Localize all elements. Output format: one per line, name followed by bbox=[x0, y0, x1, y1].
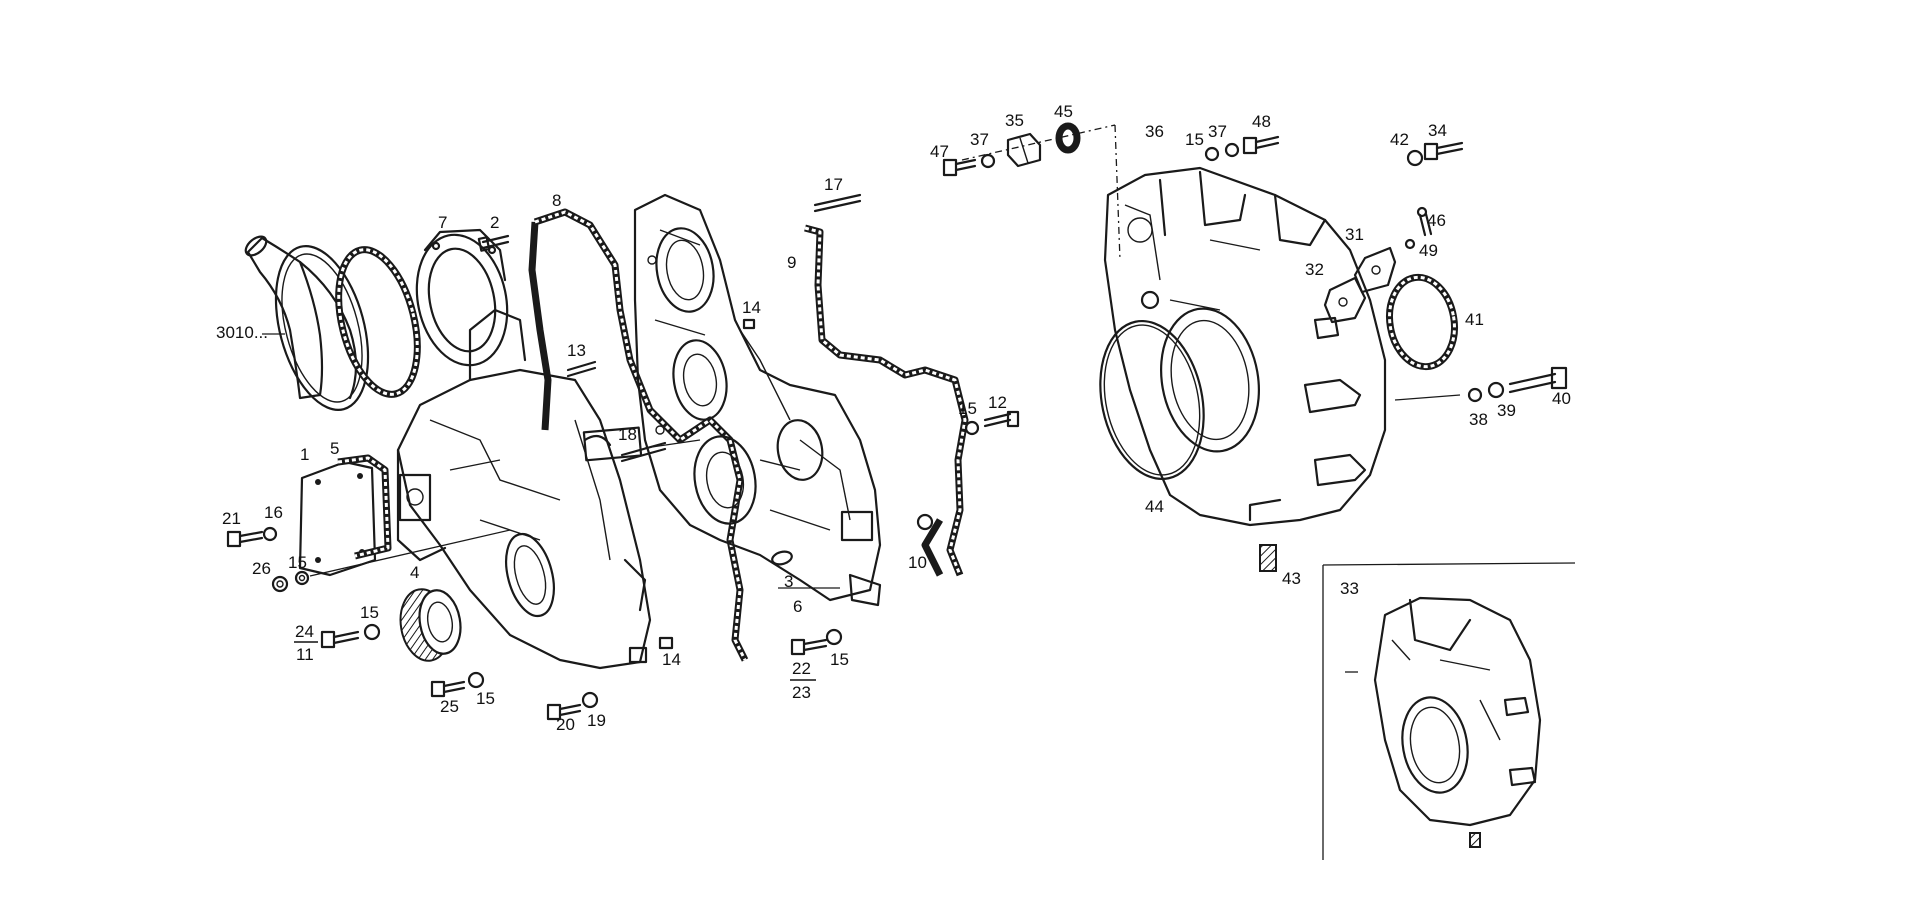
callout-33: 33 bbox=[1340, 579, 1359, 598]
callout-10: 10 bbox=[908, 553, 927, 572]
callout-40: 40 bbox=[1552, 389, 1571, 408]
callout-17: 17 bbox=[824, 175, 843, 194]
callout-31: 31 bbox=[1345, 225, 1364, 244]
callout-15f: 15 bbox=[1185, 130, 1204, 149]
callout-48: 48 bbox=[1252, 112, 1271, 131]
timing-cover-gasket bbox=[528, 208, 749, 662]
elbow-outlet-pipe bbox=[244, 235, 370, 411]
callout-15e: 15 bbox=[830, 650, 849, 669]
callout-18: 18 bbox=[618, 425, 637, 444]
callout-1: 1 bbox=[300, 445, 309, 464]
leader-lines-left bbox=[262, 333, 840, 589]
outlet-gasket bbox=[335, 246, 421, 398]
cover-plate bbox=[298, 460, 377, 577]
callout-35: 35 bbox=[1005, 111, 1024, 130]
callout-14a: 14 bbox=[742, 298, 761, 317]
callout-37b: 37 bbox=[1208, 122, 1227, 141]
gear-housing bbox=[633, 193, 882, 607]
callout-9: 9 bbox=[787, 253, 796, 272]
callout-21: 21 bbox=[222, 509, 241, 528]
callout-45: 45 bbox=[1054, 102, 1073, 121]
front-timing-cover bbox=[396, 308, 652, 670]
callout-3: 3 bbox=[784, 572, 793, 591]
rear-seal-ring bbox=[1386, 273, 1458, 371]
callout-24: 24 bbox=[295, 622, 314, 641]
callout-37a: 37 bbox=[970, 130, 989, 149]
callout-8: 8 bbox=[552, 191, 561, 210]
callout-15d: 15 bbox=[476, 689, 495, 708]
callout-38: 38 bbox=[1469, 410, 1488, 429]
callout-5: 5 bbox=[330, 439, 339, 458]
crankshaft-seal bbox=[399, 588, 462, 662]
callout-15b: 15 bbox=[288, 553, 307, 572]
callout-15a: 15 bbox=[958, 399, 977, 418]
callout-4: 4 bbox=[410, 563, 419, 582]
callout-47: 47 bbox=[930, 142, 949, 161]
callout-16: 16 bbox=[264, 503, 283, 522]
callout-32: 32 bbox=[1305, 260, 1324, 279]
callout-11: 11 bbox=[296, 645, 314, 664]
flywheel-housing bbox=[1103, 166, 1387, 527]
callout-12: 12 bbox=[988, 393, 1007, 412]
bolts-left bbox=[226, 193, 1020, 721]
callout-41: 41 bbox=[1465, 310, 1484, 329]
callout-44: 44 bbox=[1145, 497, 1164, 516]
callout-19: 19 bbox=[587, 711, 606, 730]
callout-14b: 14 bbox=[662, 650, 681, 669]
callout-2: 2 bbox=[490, 213, 499, 232]
callout-15c: 15 bbox=[360, 603, 379, 622]
alternative-housing-inset bbox=[1322, 562, 1576, 860]
callout-26: 26 bbox=[252, 559, 271, 578]
callout-42: 42 bbox=[1390, 130, 1409, 149]
callout-labels: 3010... 1 5 7 2 8 13 18 17 9 14 15 12 10… bbox=[216, 102, 1571, 734]
callout-25: 25 bbox=[440, 697, 459, 716]
callout-22: 22 bbox=[792, 659, 811, 678]
bolts-top bbox=[942, 122, 1568, 572]
callout-43: 43 bbox=[1282, 569, 1301, 588]
callout-6: 6 bbox=[793, 597, 802, 616]
callout-7: 7 bbox=[438, 213, 447, 232]
callout-23: 23 bbox=[792, 683, 811, 702]
callout-39: 39 bbox=[1497, 401, 1516, 420]
inspection-cover bbox=[1323, 246, 1397, 324]
housing-gasket bbox=[804, 224, 969, 577]
flange-housing bbox=[415, 228, 509, 367]
housing-o-ring bbox=[1099, 319, 1205, 481]
callout-3010: 3010... bbox=[216, 323, 268, 342]
callout-20: 20 bbox=[556, 715, 575, 734]
callout-36: 36 bbox=[1145, 122, 1164, 141]
callout-46: 46 bbox=[1427, 211, 1446, 230]
callout-13: 13 bbox=[567, 341, 586, 360]
cover-plate-gasket bbox=[337, 454, 392, 560]
callout-34: 34 bbox=[1428, 121, 1447, 140]
callout-49: 49 bbox=[1419, 241, 1438, 260]
